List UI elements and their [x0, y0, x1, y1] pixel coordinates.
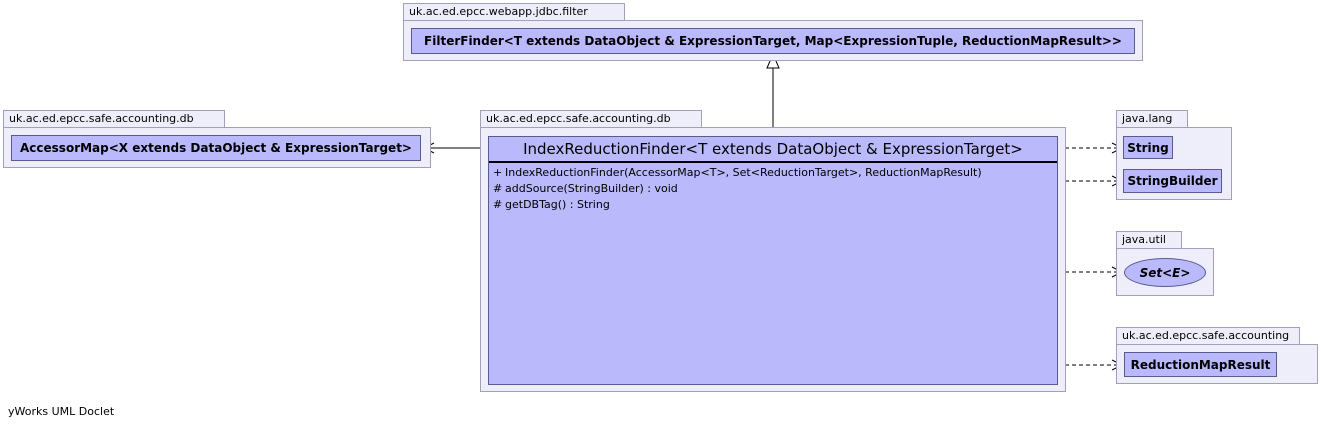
member-text: IndexReductionFinder(AccessorMap<T>, Set…	[505, 166, 982, 179]
package-tab-java-lang: java.lang	[1116, 110, 1188, 128]
visibility-marker: #	[493, 182, 503, 195]
class-reduction-map-result[interactable]: ReductionMapResult	[1124, 352, 1277, 377]
visibility-marker: #	[493, 198, 503, 211]
package-label: uk.ac.ed.epcc.safe.accounting.db	[486, 112, 671, 125]
visibility-marker: +	[493, 166, 503, 179]
footer-credit: yWorks UML Doclet	[8, 405, 115, 418]
member-list: +IndexReductionFinder(AccessorMap<T>, Se…	[489, 163, 1057, 213]
class-label: FilterFinder<T extends DataObject & Expr…	[424, 34, 1122, 48]
member-add-source: #addSource(StringBuilder) : void	[489, 181, 1057, 197]
package-label: uk.ac.ed.epcc.safe.accounting.db	[9, 112, 194, 125]
class-label: StringBuilder	[1127, 174, 1218, 188]
member-constructor: +IndexReductionFinder(AccessorMap<T>, Se…	[489, 165, 1057, 181]
package-label: java.lang	[1122, 112, 1173, 125]
member-get-db-tag: #getDBTag() : String	[489, 197, 1057, 213]
package-tab-db-main: uk.ac.ed.epcc.safe.accounting.db	[480, 110, 702, 128]
class-string-builder[interactable]: StringBuilder	[1123, 169, 1222, 193]
package-label: uk.ac.ed.epcc.safe.accounting	[1122, 329, 1290, 342]
class-string[interactable]: String	[1123, 136, 1173, 159]
package-tab-java-util: java.util	[1116, 231, 1182, 249]
class-label: ReductionMapResult	[1130, 357, 1271, 372]
class-filter-finder[interactable]: FilterFinder<T extends DataObject & Expr…	[411, 28, 1135, 54]
package-label: java.util	[1122, 233, 1166, 246]
member-text: getDBTag() : String	[505, 198, 610, 211]
class-label: String	[1127, 140, 1169, 155]
package-label: uk.ac.ed.epcc.webapp.jdbc.filter	[409, 5, 588, 18]
class-label: AccessorMap<X extends DataObject & Expre…	[20, 141, 412, 155]
member-text: addSource(StringBuilder) : void	[505, 182, 678, 195]
interface-set[interactable]: Set<E>	[1124, 258, 1206, 287]
class-accessor-map[interactable]: AccessorMap<X extends DataObject & Expre…	[11, 135, 421, 161]
package-tab-db-left: uk.ac.ed.epcc.safe.accounting.db	[3, 110, 225, 128]
class-label: Set<E>	[1139, 265, 1191, 280]
generalization-arrowhead	[766, 52, 780, 69]
class-index-reduction-finder[interactable]: IndexReductionFinder<T extends DataObjec…	[488, 136, 1058, 385]
package-tab-accounting: uk.ac.ed.epcc.safe.accounting	[1116, 327, 1300, 345]
class-title: IndexReductionFinder<T extends DataObjec…	[489, 137, 1057, 163]
package-tab-filter: uk.ac.ed.epcc.webapp.jdbc.filter	[403, 3, 625, 21]
